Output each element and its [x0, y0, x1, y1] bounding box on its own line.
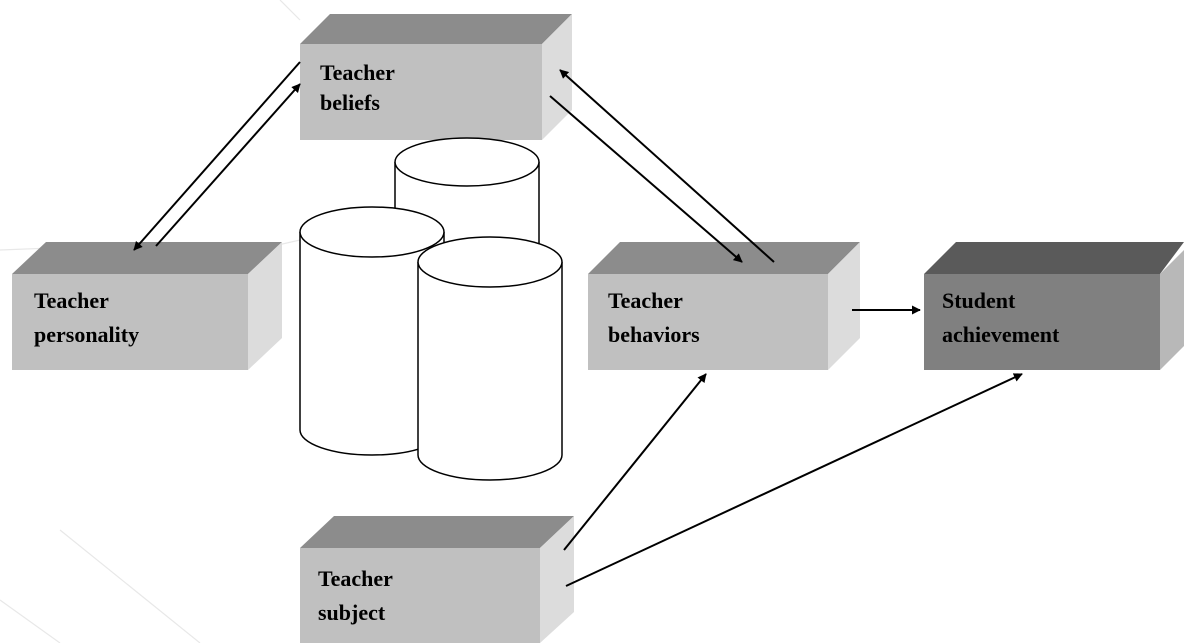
box-teacher-behaviors: Teacher behaviors: [588, 242, 860, 370]
label-student-achievement-line1: Student: [942, 288, 1016, 313]
arrow-beliefs-to-behaviors: [549, 95, 743, 263]
arrow-behaviors-to-beliefs: [559, 69, 775, 263]
box-teacher-personality: Teacher personality: [12, 242, 282, 370]
label-student-achievement-line2: achievement: [942, 322, 1060, 347]
label-teacher-personality-line2: personality: [34, 322, 139, 347]
box-teacher-subject: Teacher subject: [300, 516, 574, 643]
label-teacher-subject-line1: Teacher: [318, 566, 393, 591]
box-student-achievement: Student achievement: [924, 242, 1184, 370]
arrow-subject-to-behaviors: [563, 373, 707, 551]
label-teacher-personality-line1: Teacher: [34, 288, 109, 313]
arrow-beliefs-to-personality: [133, 61, 301, 251]
arrow-subject-to-achievement: [565, 373, 1023, 587]
label-teacher-beliefs-line1: Teacher: [320, 60, 395, 85]
label-teacher-beliefs-line2: beliefs: [320, 90, 380, 115]
box-teacher-beliefs: Teacher beliefs: [300, 14, 572, 140]
relation-arrows: [133, 61, 1023, 587]
label-teacher-behaviors-line2: behaviors: [608, 322, 700, 347]
label-teacher-subject-line2: subject: [318, 600, 386, 625]
label-teacher-behaviors-line1: Teacher: [608, 288, 683, 313]
database-cylinders-icon: [299, 137, 563, 481]
arrow-personality-to-beliefs: [155, 83, 301, 247]
